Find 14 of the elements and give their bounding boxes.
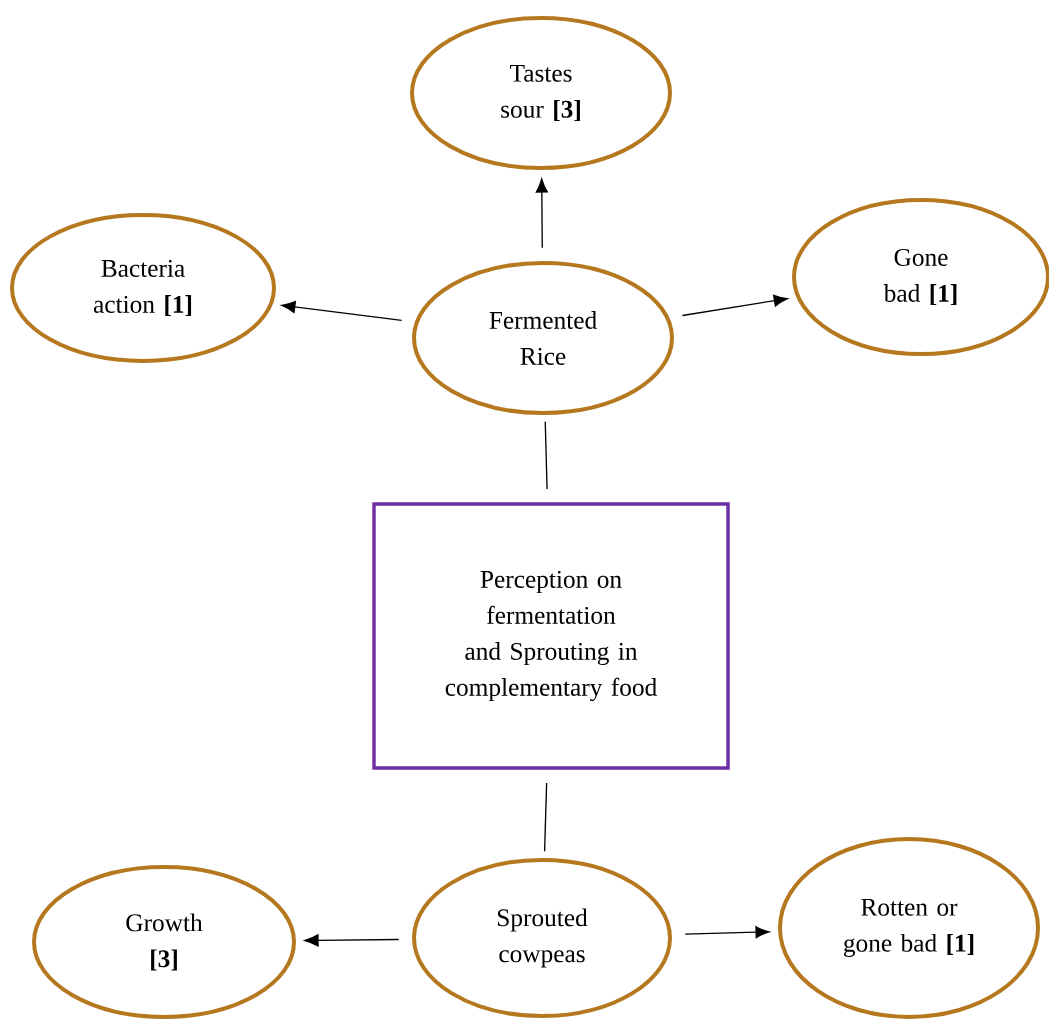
connector-line [544, 421, 548, 490]
ellipse-node: Fermented Rice [412, 261, 674, 415]
arrow [684, 926, 770, 939]
ellipse-node: Tastes sour [3] [410, 16, 672, 170]
arrow [681, 294, 788, 317]
arrow [535, 178, 548, 249]
ellipse-node: Sprouted cowpeas [412, 858, 672, 1018]
arrow [281, 300, 403, 321]
text-box: Perception on fermentation and Sprouting in complementary food [372, 502, 730, 770]
ellipse-node: Rotten or gone bad [1] [778, 837, 1040, 1019]
ellipse-node: Growth [3] [32, 865, 296, 1019]
connector-line [543, 782, 548, 852]
arrow [304, 934, 400, 947]
ellipse-node: Bacteria action [1] [10, 213, 276, 363]
